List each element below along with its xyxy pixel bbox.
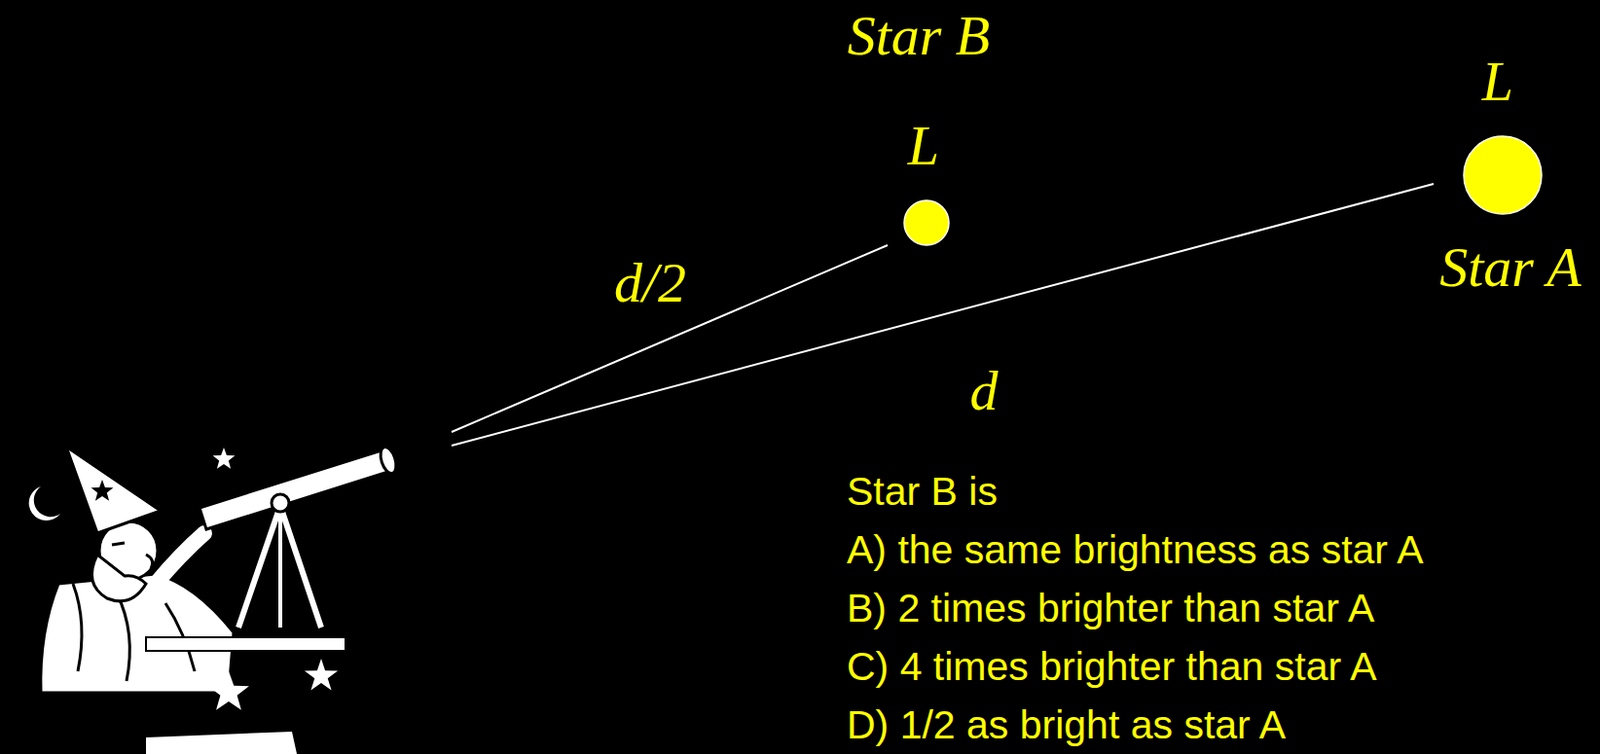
sight-line bbox=[451, 183, 1434, 446]
star-label: Star B bbox=[847, 7, 991, 65]
star: L Star A bbox=[1430, 38, 1597, 312]
tripod-leg bbox=[278, 506, 283, 628]
hat-star bbox=[91, 479, 114, 502]
robe-star bbox=[208, 671, 250, 711]
telescope-mount bbox=[271, 494, 290, 512]
star-disc bbox=[904, 200, 949, 246]
question-text: Star B is bbox=[846, 469, 998, 514]
tripod-leg bbox=[280, 506, 322, 628]
wizard-beard bbox=[91, 554, 146, 602]
chair bbox=[145, 731, 297, 754]
moon bbox=[29, 486, 61, 521]
answer-option: D) 1/2 as bright as star A bbox=[846, 702, 1286, 748]
star-label: L bbox=[908, 117, 940, 175]
tripod-leg bbox=[238, 506, 281, 628]
robe-star bbox=[304, 658, 338, 691]
star-label: L bbox=[1482, 53, 1514, 110]
distance-label: d bbox=[970, 363, 999, 420]
distance-label: d/2 bbox=[614, 254, 687, 312]
answer-option: B) 2 times brighter than star A bbox=[846, 585, 1375, 631]
star: Star B L bbox=[836, 0, 1013, 255]
star-label: Star A bbox=[1439, 239, 1582, 296]
desk bbox=[145, 637, 346, 652]
telescope-tube bbox=[199, 449, 392, 530]
answer-option: A) the same brightness as star A bbox=[846, 527, 1424, 573]
small-star bbox=[213, 447, 236, 470]
wizard-arm bbox=[155, 533, 205, 584]
wizard-face bbox=[111, 543, 153, 570]
star-disc bbox=[1463, 136, 1542, 215]
sight-line bbox=[451, 245, 888, 433]
answer-option: C) 4 times brighter than star A bbox=[846, 644, 1378, 690]
wizard-hat bbox=[66, 446, 161, 534]
telescope-lens bbox=[377, 445, 400, 476]
